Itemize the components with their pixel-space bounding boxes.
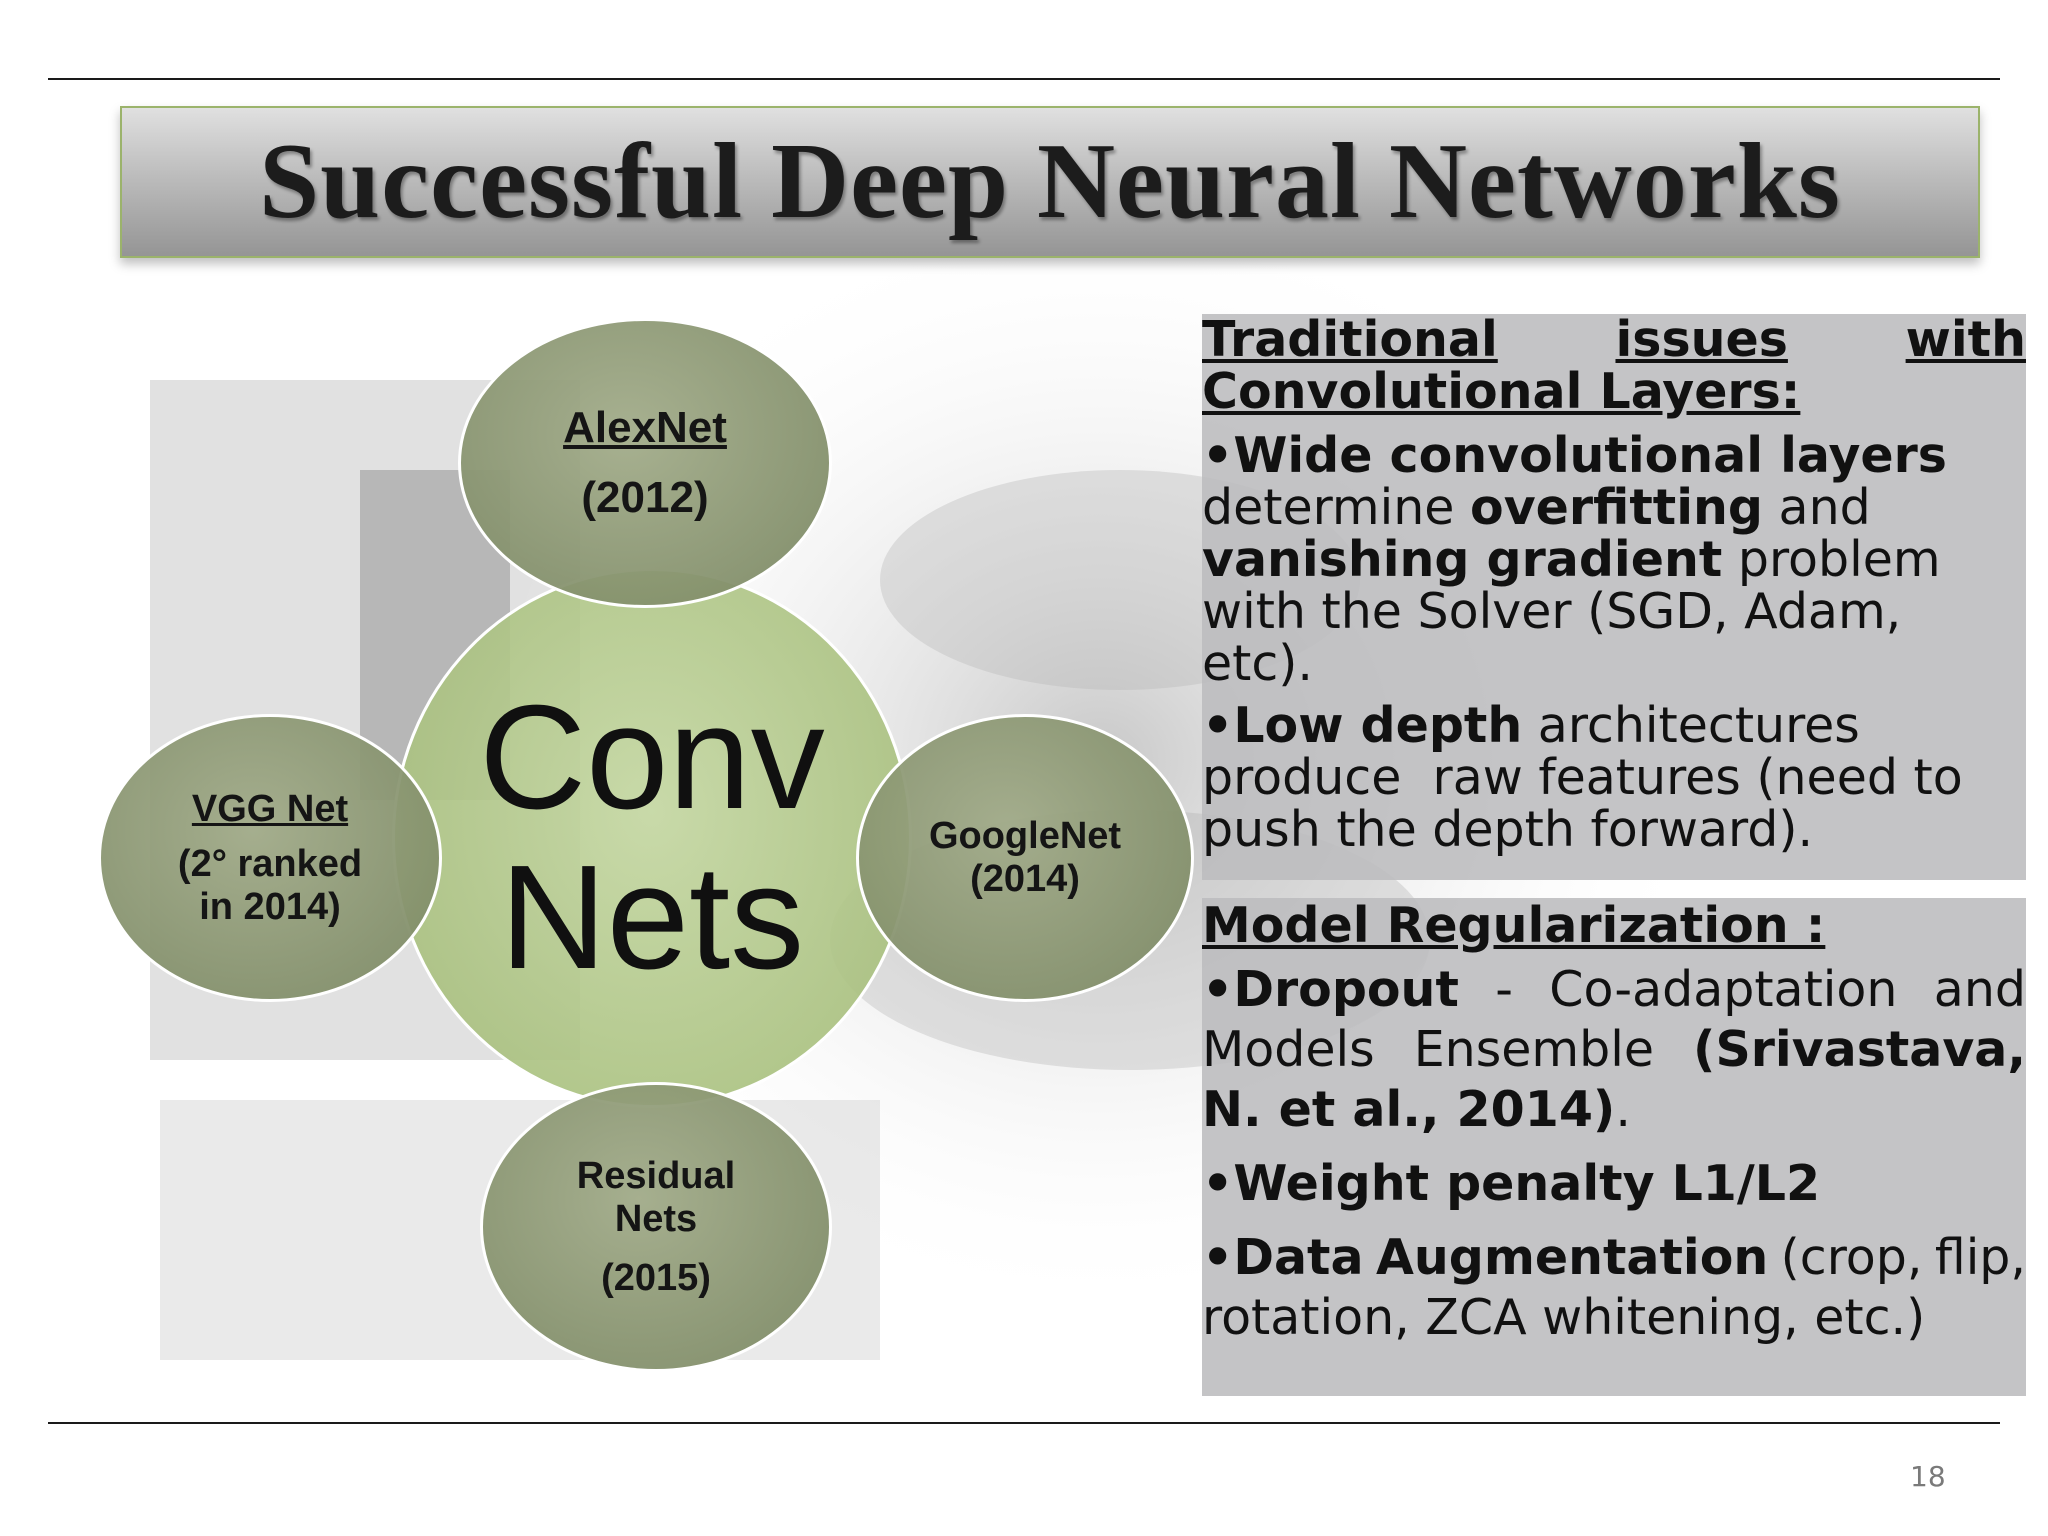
convnets-center-circle: Conv Nets	[392, 568, 912, 1108]
alexnet-node: AlexNet (2012)	[458, 318, 832, 608]
bullet-wide-layers-bold: •Wide convolutional layers	[1202, 427, 1947, 484]
low-depth-bold: •Low depth	[1202, 697, 1523, 754]
dropout-word-models: Models	[1202, 1021, 1375, 1078]
page-number: 18	[1910, 1460, 1946, 1493]
dropout-word-dash: -	[1495, 961, 1513, 1018]
dropout-citation-l2: (Srivastava,	[1693, 1021, 2026, 1078]
bullet-low-depth-l2: produce raw features (need to	[1202, 749, 1963, 806]
vggnet-node: VGG Net (2° ranked in 2014)	[98, 714, 442, 1002]
bottom-rule	[48, 1422, 2000, 1424]
slide-title: Successful Deep Neural Networks	[259, 122, 1841, 241]
bullet-data-augmentation: •Data Augmentation (crop, flip,	[1202, 1228, 2026, 1288]
heading-word-traditional: Traditional	[1202, 311, 1498, 368]
bullet-wide-layers-l5: etc).	[1202, 635, 1313, 692]
aug-word-flip: flip,	[1934, 1229, 2026, 1286]
l3-bold: vanishing gradient	[1202, 531, 1723, 588]
heading-word-issues: issues	[1615, 311, 1788, 368]
panel2-heading: Model Regularization :	[1202, 897, 1826, 954]
dropout-word-and: and	[1933, 961, 2026, 1018]
l3-tail: problem	[1722, 531, 1941, 588]
bullet-dropout-l2: Models Ensemble (Srivastava,	[1202, 1020, 2026, 1080]
l2-text: determine	[1202, 479, 1471, 536]
vggnet-rank-line1: (2° ranked	[177, 842, 363, 885]
dropout-citation-l3: N. et al., 2014)	[1202, 1081, 1616, 1138]
alexnet-name: AlexNet	[563, 403, 727, 452]
dropout-word-ensemble: Ensemble	[1413, 1021, 1654, 1078]
dropout-bold: •Dropout	[1202, 961, 1459, 1018]
googlenet-name: GoogleNet	[928, 815, 1122, 857]
bullet-weight-penalty: •Weight penalty L1/L2	[1202, 1155, 1821, 1212]
title-banner: Successful Deep Neural Networks	[120, 106, 1980, 258]
bullet-wide-layers: •Wide convolutional layers	[1202, 430, 2026, 482]
googlenet-node: GoogleNet (2014)	[856, 714, 1194, 1002]
googlenet-year: (2014)	[970, 858, 1080, 900]
top-rule	[48, 78, 2000, 80]
center-label-line1: Conv	[479, 675, 825, 840]
aug-word-augmentation: Augmentation	[1375, 1229, 1769, 1286]
bullet-low-depth-l3: push the depth forward).	[1202, 801, 1814, 858]
bullet-wide-layers-l2: determine overfitting and	[1202, 482, 2026, 534]
dropout-l3-tail: .	[1615, 1081, 1631, 1138]
panel1-heading-line2: Convolutional Layers:	[1202, 363, 1801, 420]
alexnet-year: (2012)	[581, 473, 709, 522]
residual-name-line2: Nets	[614, 1197, 698, 1240]
panel1-heading-line1: Traditional issues with	[1202, 314, 2026, 366]
bullet-wide-layers-l3: vanishing gradient problem	[1202, 534, 2026, 586]
low-depth-tail: architectures	[1522, 697, 1860, 754]
traditional-issues-panel: Traditional issues with Convolutional La…	[1202, 314, 2026, 880]
bullet-dropout: •Dropout - Co-adaptation and	[1202, 960, 2026, 1020]
bullet-data-augmentation-l2: rotation, ZCA whitening, etc.)	[1202, 1289, 1926, 1346]
dropout-word-coadapt: Co-adaptation	[1549, 961, 1898, 1018]
center-label-line2: Nets	[499, 835, 805, 1000]
vggnet-rank-line2: in 2014)	[199, 885, 341, 928]
aug-word-data: •Data	[1202, 1229, 1364, 1286]
residual-year: (2015)	[601, 1256, 711, 1299]
heading-word-with: with	[1905, 311, 2026, 368]
model-regularization-panel: Model Regularization : •Dropout - Co-ada…	[1202, 898, 2026, 1396]
residualnets-node: Residual Nets (2015)	[480, 1082, 832, 1372]
aug-word-crop: (crop,	[1780, 1229, 1923, 1286]
l2-bold: overfitting	[1470, 479, 1763, 536]
bullet-low-depth: •Low depth architectures	[1202, 700, 2026, 752]
bullet-wide-layers-l4: with the Solver (SGD, Adam,	[1202, 583, 1902, 640]
l2-tail: and	[1762, 479, 1871, 536]
bullet-dropout-l3: N. et al., 2014).	[1202, 1080, 2026, 1140]
vggnet-name: VGG Net	[191, 787, 349, 830]
residual-name-line1: Residual	[576, 1154, 736, 1197]
